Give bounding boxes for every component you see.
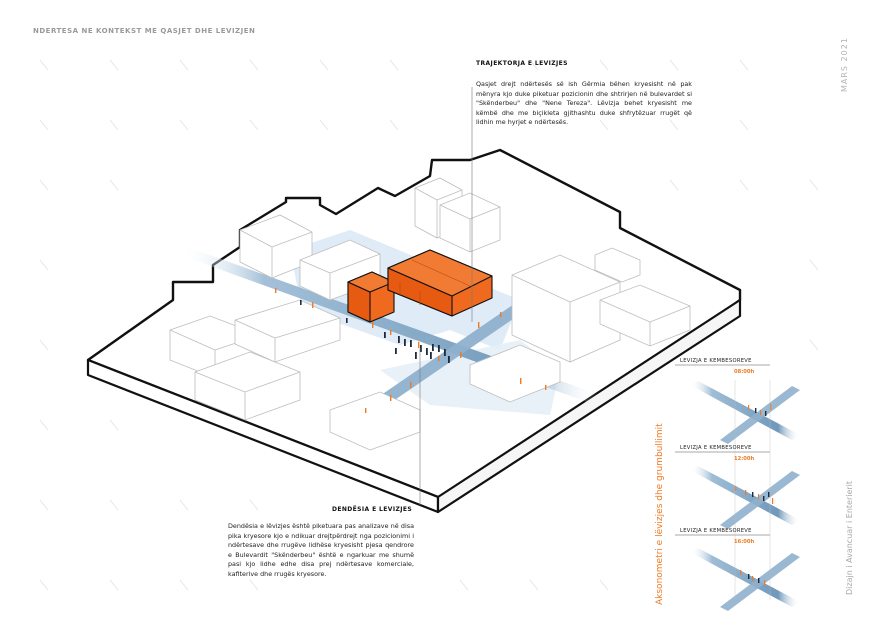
main-building-ish-germia bbox=[347, 249, 493, 323]
time-diagram-1600 bbox=[675, 534, 800, 611]
time-diagram-label-3: LEVIZJA E KEMBESOREVE bbox=[680, 528, 752, 534]
page-title: NDERTESA NE KONTEKST ME QASJET DHE LEVIZ… bbox=[33, 27, 256, 35]
dendesia-text: Dendësia e lëvizjes është piketuara pas … bbox=[228, 522, 414, 578]
trajektorja-text: Qasjet drejt ndërtesës së ish Gërmia bëh… bbox=[476, 80, 692, 127]
time-diagram-time-1: 08:00h bbox=[734, 369, 755, 375]
background-hatch bbox=[39, 59, 819, 591]
context-buildings bbox=[169, 177, 691, 451]
dendesia-heading: DENDËSIA E LEVIZJES bbox=[332, 506, 413, 513]
time-diagram-0800 bbox=[675, 364, 800, 444]
time-diagram-connectors bbox=[734, 380, 771, 600]
time-diagram-time-3: 16:00h bbox=[734, 539, 755, 545]
time-diagram-label-2: LEVIZJA E KEMBESOREVE bbox=[680, 445, 752, 451]
time-diagram-time-2: 12:00h bbox=[734, 456, 755, 462]
pedestrian-markers bbox=[275, 288, 547, 413]
trajektorja-heading: TRAJEKTORJA E LEVIZJES bbox=[476, 60, 568, 67]
time-diagram-1200 bbox=[675, 451, 800, 529]
time-diagram-label-1: LEVIZJA E KEMBESOREVE bbox=[680, 358, 752, 364]
